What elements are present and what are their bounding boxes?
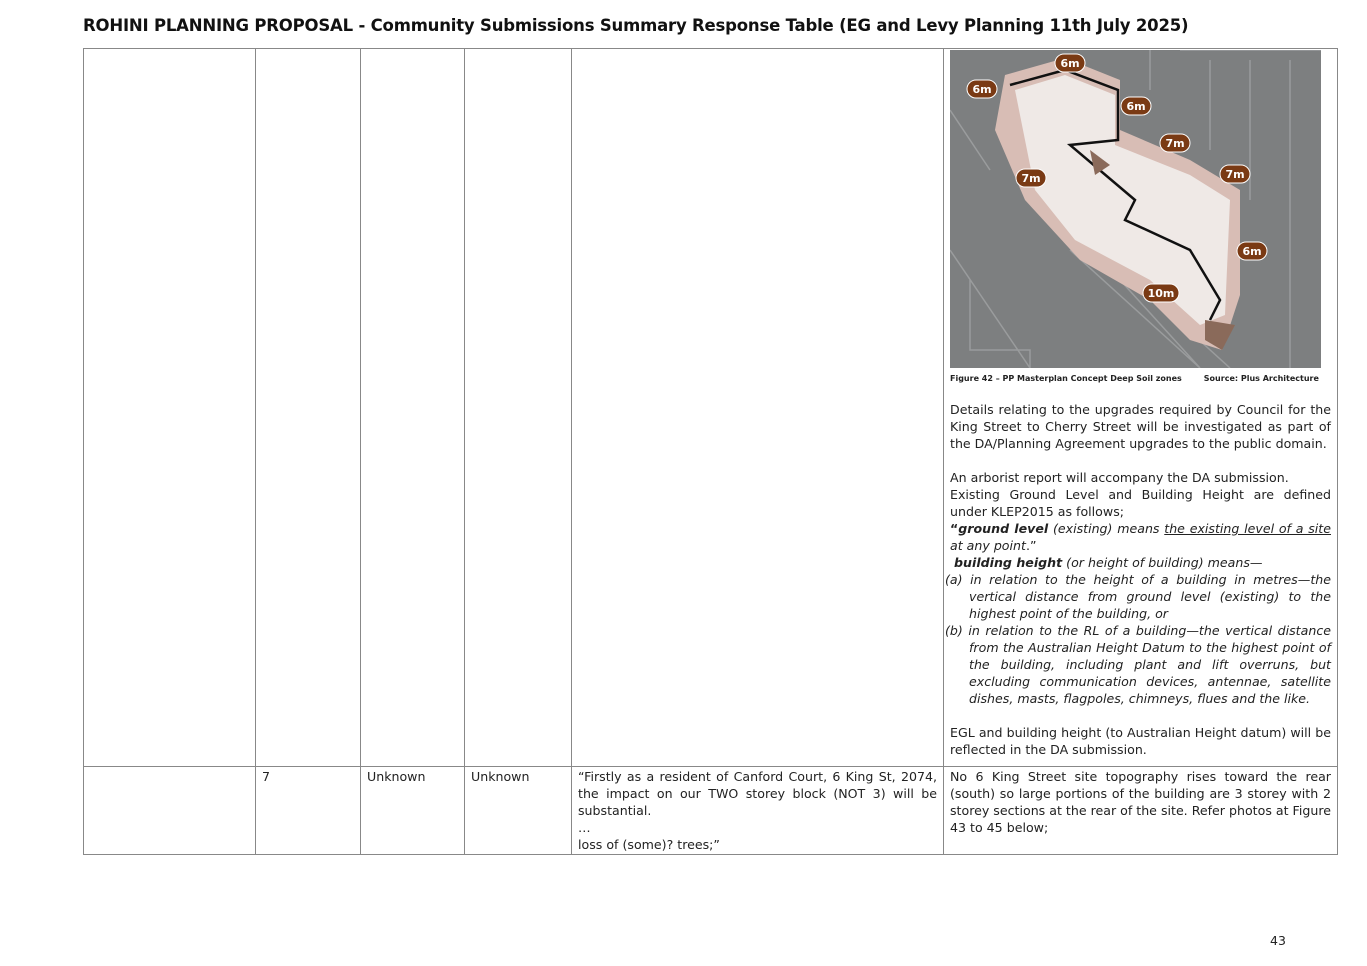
height-labels: 6m 6m 6m 7m 7m 7m 6m 10m: [966, 53, 1268, 303]
page-number: 43: [1270, 933, 1286, 948]
height-label: 6m: [972, 83, 991, 96]
height-label: 6m: [1242, 245, 1261, 258]
cell-empty: [464, 48, 572, 767]
response-paragraph: EGL and building height (to Australian H…: [950, 725, 1331, 757]
response-paragraph: An arborist report will accompany the DA…: [950, 470, 1289, 485]
table-row: 6m 6m 6m 7m 7m 7m 6m 10m Figure 42 – PP …: [83, 48, 1338, 767]
cell-empty: [83, 48, 256, 767]
submissions-table: 6m 6m 6m 7m 7m 7m 6m 10m Figure 42 – PP …: [83, 48, 1338, 855]
page-title: ROHINI PLANNING PROPOSAL - Community Sub…: [83, 16, 1189, 35]
response-text: No 6 King Street site topography rises t…: [943, 766, 1338, 855]
address-cell: Unknown: [464, 766, 572, 855]
deep-soil-zones-map: 6m 6m 6m 7m 7m 7m 6m 10m: [950, 50, 1321, 368]
cell-empty: [255, 48, 361, 767]
height-label: 6m: [1060, 57, 1079, 70]
cell-empty: [83, 766, 256, 855]
building-height-definition: building height (or height of building) …: [954, 555, 1263, 570]
response-cell: 6m 6m 6m 7m 7m 7m 6m 10m Figure 42 – PP …: [943, 48, 1338, 767]
height-label: 7m: [1165, 137, 1184, 150]
figure-caption: Figure 42 – PP Masterplan Concept Deep S…: [950, 374, 1319, 383]
response-paragraph: Existing Ground Level and Building Heigh…: [950, 487, 1331, 519]
cell-empty: [360, 48, 465, 767]
height-label: 10m: [1148, 287, 1175, 300]
submission-number: 7: [255, 766, 361, 855]
submitter-cell: Unknown: [360, 766, 465, 855]
cell-empty: [571, 48, 944, 767]
definition-clause-b: (b) in relation to the RL of a building—…: [945, 623, 1331, 706]
table-row: 7 Unknown Unknown “Firstly as a resident…: [83, 766, 1338, 855]
ground-level-definition: “ground level (existing) means the exist…: [950, 521, 1331, 553]
response-paragraph: Details relating to the upgrades require…: [950, 402, 1331, 451]
height-label: 7m: [1225, 168, 1244, 181]
submission-text: “Firstly as a resident of Canford Court,…: [571, 766, 944, 855]
height-label: 7m: [1021, 172, 1040, 185]
figure-source: Source: Plus Architecture: [1203, 374, 1319, 383]
definition-clause-a: (a) in relation to the height of a build…: [945, 572, 1331, 621]
height-label: 6m: [1126, 100, 1145, 113]
